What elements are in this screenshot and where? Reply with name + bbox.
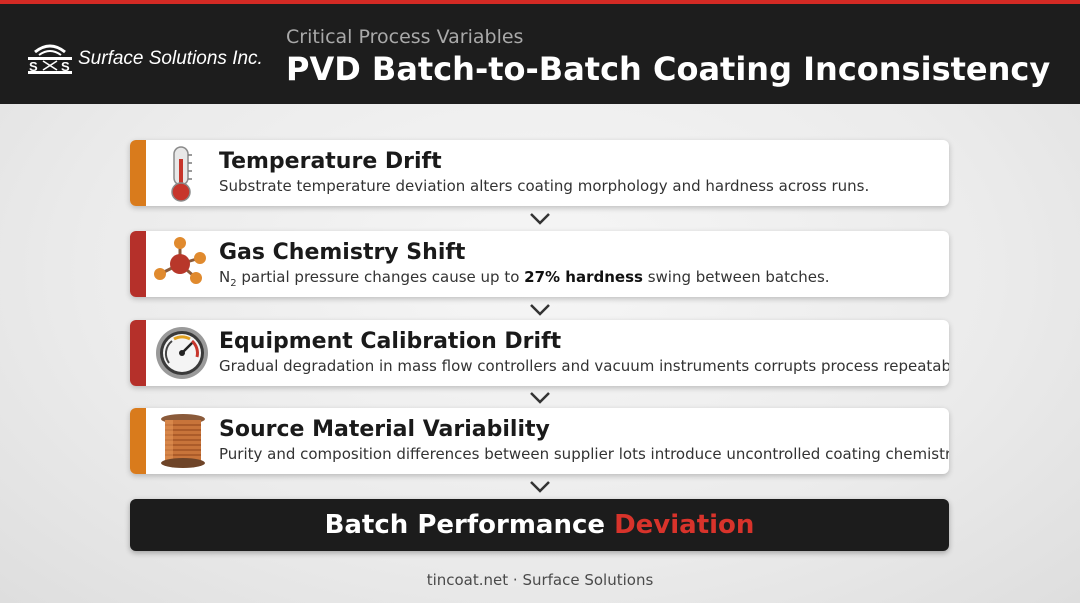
chevron-down-icon (530, 213, 550, 225)
step-description: Substrate temperature deviation alters c… (219, 177, 870, 195)
step-card-equipment-calibration-drift: Equipment Calibration Drift Gradual degr… (130, 320, 949, 386)
step-description: Gradual degradation in mass flow control… (219, 357, 949, 375)
footer-credit: tincoat.net · Surface Solutions (426, 571, 654, 589)
svg-text:S: S (29, 59, 38, 74)
step-card-source-material-variability: Source Material Variability Purity and c… (130, 408, 949, 474)
thermometer-icon (171, 146, 192, 202)
result-accent-text: Deviation (614, 510, 755, 540)
svg-text:S: S (61, 59, 70, 74)
result-text: Batch Performance (324, 510, 615, 540)
molecule-icon (154, 237, 206, 284)
accent-bar (130, 320, 146, 386)
step-description: N2 partial pressure changes cause up to … (219, 268, 830, 289)
step-description: Purity and composition differences betwe… (219, 445, 949, 463)
step-card-temperature-drift: Temperature Drift Substrate temperature … (130, 140, 949, 206)
accent-bar (130, 408, 146, 474)
accent-bar (130, 140, 146, 206)
chevron-down-icon (530, 304, 550, 316)
chevron-down-icon (530, 481, 550, 493)
wire-spool-icon (161, 414, 205, 468)
chevron-down-icon (530, 392, 550, 404)
step-title: Temperature Drift (219, 149, 442, 174)
accent-bar (130, 231, 146, 297)
result-banner: Batch Performance Deviation (130, 499, 949, 551)
step-card-gas-chemistry-shift: Gas Chemistry Shift N2 partial pressure … (130, 231, 949, 297)
page-title: PVD Batch-to-Batch Coating Inconsistency (286, 50, 1051, 88)
step-title: Equipment Calibration Drift (219, 329, 562, 354)
company-logo-icon: S S (28, 44, 72, 74)
company-name: Surface Solutions Inc. (78, 48, 263, 69)
pressure-gauge-icon (156, 327, 208, 379)
step-title: Source Material Variability (219, 417, 550, 442)
header-banner: S S Surface Solutions Inc. Critical Proc… (0, 0, 1080, 104)
step-title: Gas Chemistry Shift (219, 240, 466, 265)
page-subtitle: Critical Process Variables (286, 26, 524, 48)
